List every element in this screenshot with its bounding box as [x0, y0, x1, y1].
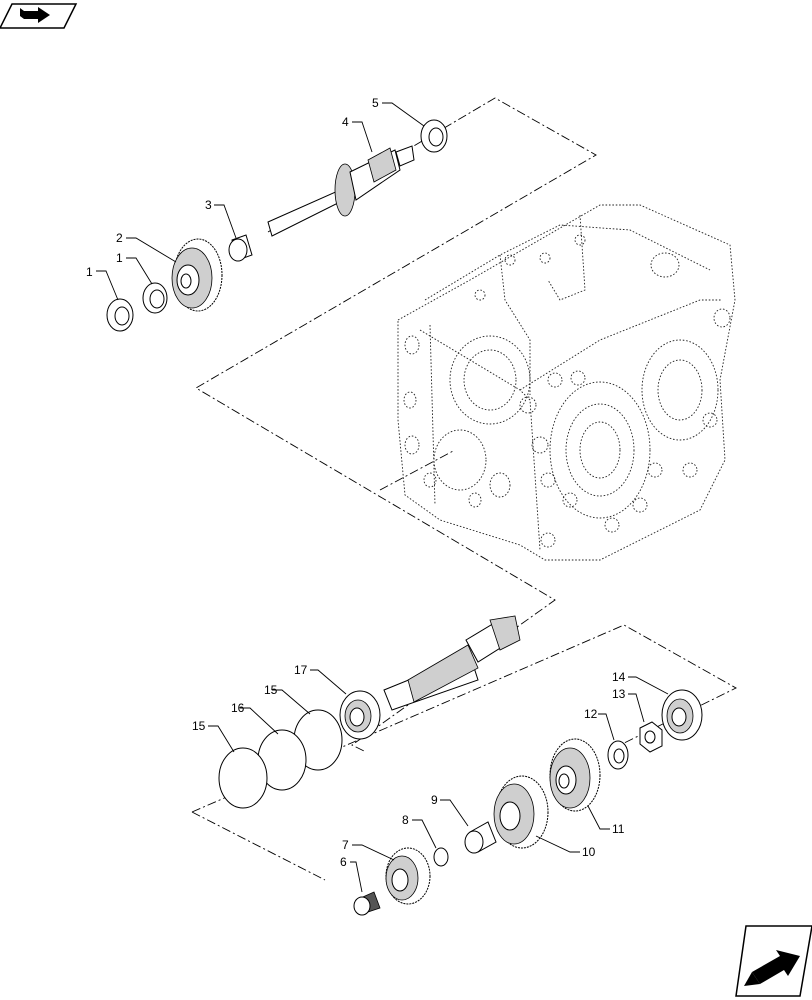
part-11-gear [549, 738, 601, 812]
callout-11: 11 [612, 822, 625, 836]
leader-lines [96, 102, 669, 893]
next-page-arrow-icon[interactable] [735, 925, 812, 997]
callout-3: 3 [205, 198, 212, 212]
upper-shaft-assembly [106, 119, 448, 332]
part-4-shaft [267, 145, 415, 237]
transmission-housing [397, 204, 736, 561]
part-2-gear [171, 238, 223, 312]
book-reference-icon[interactable] [0, 3, 78, 29]
part-10-gear [493, 775, 549, 849]
part-15-snap-ring-lower [218, 747, 268, 809]
part-12-washer [607, 740, 629, 770]
callout-labels: 1 1 2 3 4 5 6 7 8 9 10 11 12 13 14 15 15… [86, 96, 626, 869]
callout-2: 2 [116, 231, 123, 245]
callout-4: 4 [342, 115, 349, 129]
callout-16: 16 [231, 701, 245, 715]
callout-5: 5 [372, 96, 379, 110]
callout-17: 17 [294, 663, 308, 677]
part-7-gear [385, 847, 431, 905]
pinion-shaft [383, 615, 521, 711]
callout-9: 9 [431, 793, 438, 807]
callout-12: 12 [584, 707, 598, 721]
part-17-bearing [339, 690, 381, 740]
part-13-nut [639, 721, 663, 753]
part-9-spacer [464, 821, 497, 854]
callout-1-outer: 1 [86, 265, 93, 279]
part-1-bearing-outer [106, 298, 134, 332]
callout-13: 13 [612, 687, 626, 701]
callout-1-inner: 1 [116, 251, 123, 265]
part-6-needle-bearing [353, 891, 381, 916]
part-5-bearing [420, 119, 448, 153]
part-1-bearing-inner [142, 282, 168, 314]
part-14-bearing [661, 689, 703, 741]
callout-6: 6 [340, 855, 347, 869]
callout-14: 14 [612, 670, 626, 684]
callout-15-lower: 15 [192, 719, 206, 733]
lower-shaft-assembly [218, 615, 703, 916]
callout-7: 7 [342, 838, 349, 852]
callout-10: 10 [582, 845, 596, 859]
callout-8: 8 [402, 813, 409, 827]
part-8-clip [433, 847, 449, 867]
part-3-spacer [228, 234, 253, 262]
callout-15-upper: 15 [264, 683, 278, 697]
